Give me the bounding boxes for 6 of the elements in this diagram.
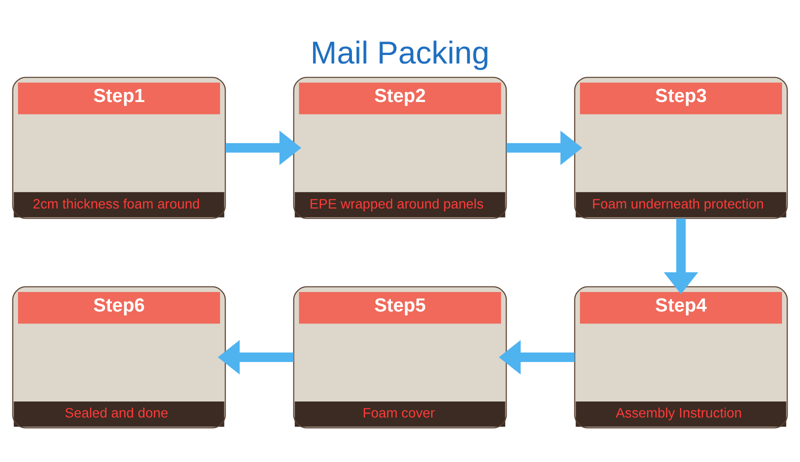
arrow — [506, 130, 582, 166]
arrow — [218, 340, 294, 374]
arrow — [664, 218, 698, 294]
diagram-title: Mail Packing — [310, 34, 490, 71]
arrow — [226, 130, 302, 166]
arrow — [498, 340, 575, 374]
